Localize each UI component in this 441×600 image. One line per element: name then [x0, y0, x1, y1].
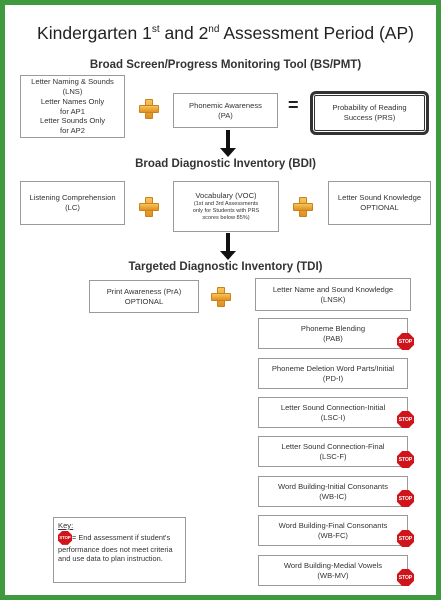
box-pab: Phoneme Blending (PAB) — [258, 318, 408, 349]
box-wb-mv: Word Building-Medial Vowels (WB-MV) — [258, 555, 408, 586]
section-title-tdi: Targeted Diagnostic Inventory (TDI) — [128, 261, 323, 273]
box-prs: Probability of Reading Success (PRS) — [310, 91, 429, 135]
page-title: Kindergarten 1st and 2nd Assessment Peri… — [37, 23, 414, 43]
box-lsk: Letter Sound Knowledge OPTIONAL — [328, 181, 431, 225]
box-lc: Listening Comprehension (LC) — [20, 181, 125, 225]
key-title: Key: — [58, 521, 74, 530]
box-voc: Vocabulary (VOC)(1st and 3rd Assessments… — [173, 181, 279, 232]
key-text: STOP= End assessment if student's perfor… — [58, 530, 173, 564]
plus-icon — [211, 287, 231, 307]
box-lns: Letter Naming & Sounds (LNS) Letter Name… — [20, 75, 125, 138]
plus-icon — [139, 99, 159, 119]
down-arrow-icon — [220, 233, 236, 260]
section-title-bs-pmt: Broad Screen/Progress Monitoring Tool (B… — [89, 59, 362, 71]
equals-sign: = — [288, 95, 299, 115]
key-legend: Key: STOP= End assessment if student's p… — [53, 517, 186, 583]
box-lsc-i: Letter Sound Connection-Initial (LSC-I) — [258, 397, 408, 428]
stop-sign-icon: STOP — [397, 411, 414, 428]
stop-sign-icon: STOP — [58, 530, 72, 545]
down-arrow-icon — [220, 130, 236, 157]
stop-sign-icon: STOP — [397, 530, 414, 547]
box-wb-ic: Word Building-Initial Consonants (WB-IC) — [258, 476, 408, 507]
plus-icon — [139, 197, 159, 217]
box-lsc-f: Letter Sound Connection-Final (LSC-F) — [258, 436, 408, 467]
box-wb-fc: Word Building-Final Consonants (WB-FC) — [258, 515, 408, 546]
plus-icon — [293, 197, 313, 217]
box-pra: Print Awareness (PrA) OPTIONAL — [89, 280, 199, 313]
box-lnsk: Letter Name and Sound Knowledge (LNSK) — [255, 278, 411, 311]
section-title-bdi: Broad Diagnostic Inventory (BDI) — [135, 158, 316, 170]
stop-sign-icon: STOP — [397, 569, 414, 586]
stop-sign-icon: STOP — [397, 490, 414, 507]
box-pa: Phonemic Awareness (PA) — [173, 93, 278, 128]
box-pd-i: Phoneme Deletion Word Parts/Initial (PD-… — [258, 358, 408, 389]
stop-sign-icon: STOP — [397, 451, 414, 468]
stop-sign-icon: STOP — [397, 333, 414, 350]
